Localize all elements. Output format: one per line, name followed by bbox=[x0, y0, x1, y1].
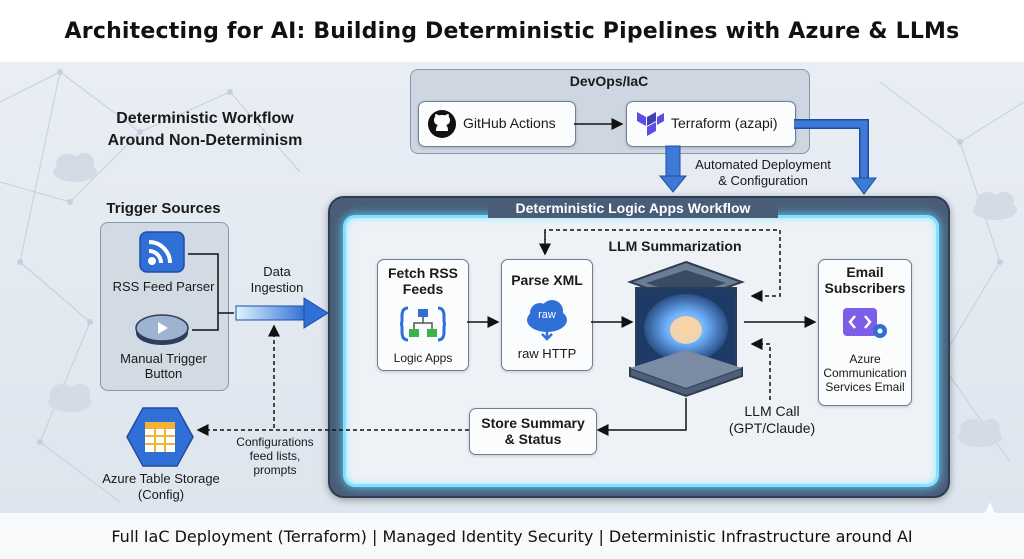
manual-trigger-line: Button bbox=[144, 366, 183, 381]
llm-summarization-title: LLM Summarization bbox=[608, 238, 742, 254]
title-bar: Architecting for AI: Building Determinis… bbox=[0, 0, 1024, 62]
table-storage-line: Azure Table Storage bbox=[102, 471, 220, 486]
workflow-title: Deterministic Logic Apps Workflow bbox=[488, 198, 778, 218]
fetch-title-line: Fetch RSS bbox=[387, 265, 458, 281]
parse-xml-title: Parse XML bbox=[511, 272, 583, 288]
fetch-rss-node: Fetch RSS Feeds Logic Apps bbox=[377, 259, 469, 371]
footer-bar: Full IaC Deployment (Terraform) | Manage… bbox=[0, 513, 1024, 559]
email-subscribers-node: Email Subscribers Azure Communication Se… bbox=[818, 259, 912, 406]
email-title-line: Email bbox=[846, 264, 884, 280]
manual-trigger-line: Manual Trigger bbox=[120, 351, 207, 366]
cloud-download-icon bbox=[527, 300, 567, 341]
email-sub: Azure Communication Services Email bbox=[819, 352, 911, 394]
store-line: & Status bbox=[504, 431, 562, 447]
diagram-subtitle: Deterministic Workflow Around Non-Determ… bbox=[80, 108, 330, 152]
table-storage-line: (Config) bbox=[137, 487, 185, 502]
email-sub-line: Communication bbox=[823, 366, 907, 380]
footer-text: Full IaC Deployment (Terraform) | Manage… bbox=[111, 526, 913, 546]
manual-trigger-label: Manual Trigger Button bbox=[100, 351, 227, 381]
data-ingestion-arrow bbox=[235, 297, 329, 329]
terraform-icon bbox=[637, 112, 664, 136]
terraform-label: Terraform (azapi) bbox=[671, 115, 778, 131]
terraform-node: Terraform (azapi) bbox=[626, 101, 796, 147]
cloud-icon bbox=[958, 419, 1002, 447]
config-label: Configurations feed lists, prompts bbox=[226, 435, 324, 477]
background-network bbox=[0, 69, 1024, 503]
devops-title: DevOps/IaC bbox=[569, 73, 649, 89]
parse-xml-sub: raw HTTP bbox=[517, 346, 577, 361]
subtitle-line: Around Non-Determinism bbox=[107, 132, 303, 149]
manual-trigger-button-icon bbox=[135, 314, 189, 345]
communication-services-icon bbox=[843, 308, 887, 338]
rss-feed-label: RSS Feed Parser bbox=[112, 279, 215, 294]
deploy-note-line: Automated Deployment bbox=[695, 157, 831, 172]
ingestion-line: Data bbox=[263, 264, 291, 279]
table-storage-label: Azure Table Storage (Config) bbox=[88, 471, 234, 503]
data-ingestion-label: Data Ingestion bbox=[238, 264, 316, 296]
cloud-icon bbox=[48, 384, 92, 412]
deploy-arrow-down bbox=[658, 145, 688, 193]
llm-call-label: LLM Call (GPT/Claude) bbox=[722, 403, 822, 437]
store-summary-node: Store Summary & Status bbox=[469, 408, 597, 455]
github-actions-label: GitHub Actions bbox=[463, 115, 556, 131]
ingestion-line: Ingestion bbox=[250, 280, 304, 295]
cloud-icon bbox=[53, 153, 97, 182]
deploy-note: Automated Deployment & Configuration bbox=[678, 157, 848, 189]
page-title: Architecting for AI: Building Determinis… bbox=[64, 18, 960, 44]
fetch-rss-title: Fetch RSS Feeds bbox=[378, 265, 468, 297]
email-sub-line: Services Email bbox=[825, 380, 905, 394]
llm-call-arrow bbox=[750, 338, 771, 400]
deploy-arrow-elbow bbox=[794, 119, 877, 195]
parse-icon-text: raw bbox=[538, 309, 556, 321]
email-sub-line: Azure bbox=[849, 352, 881, 366]
store-summary-label: Store Summary & Status bbox=[470, 415, 596, 447]
deploy-note-line: & Configuration bbox=[718, 173, 808, 188]
config-line: Configurations bbox=[236, 435, 314, 449]
logic-apps-icon bbox=[400, 306, 446, 342]
trigger-bracket bbox=[188, 253, 219, 331]
llm-core-icon bbox=[627, 260, 745, 398]
llm-call-line: LLM Call bbox=[744, 403, 800, 419]
loop-top-arrow bbox=[544, 229, 781, 302]
store-line: Store Summary bbox=[481, 415, 585, 431]
llm-call-line: (GPT/Claude) bbox=[728, 420, 816, 436]
parse-xml-node: Parse XML raw raw HTTP bbox=[501, 259, 593, 371]
cloud-icon bbox=[973, 192, 1017, 220]
config-line: prompts bbox=[253, 463, 297, 477]
trigger-sources-title: Trigger Sources bbox=[106, 200, 221, 217]
llm-to-store-arrow bbox=[596, 398, 687, 436]
fetch-title-line: Feeds bbox=[402, 281, 444, 297]
github-icon bbox=[428, 110, 456, 138]
rss-icon bbox=[139, 231, 185, 273]
email-title: Email Subscribers bbox=[819, 264, 911, 296]
github-actions-node: GitHub Actions bbox=[418, 101, 576, 147]
config-line: feed lists, bbox=[249, 449, 301, 463]
subtitle-line: Deterministic Workflow bbox=[116, 110, 294, 127]
table-storage-icon bbox=[126, 407, 194, 467]
email-title-line: Subscribers bbox=[824, 280, 906, 296]
fetch-rss-sub: Logic Apps bbox=[393, 351, 453, 365]
